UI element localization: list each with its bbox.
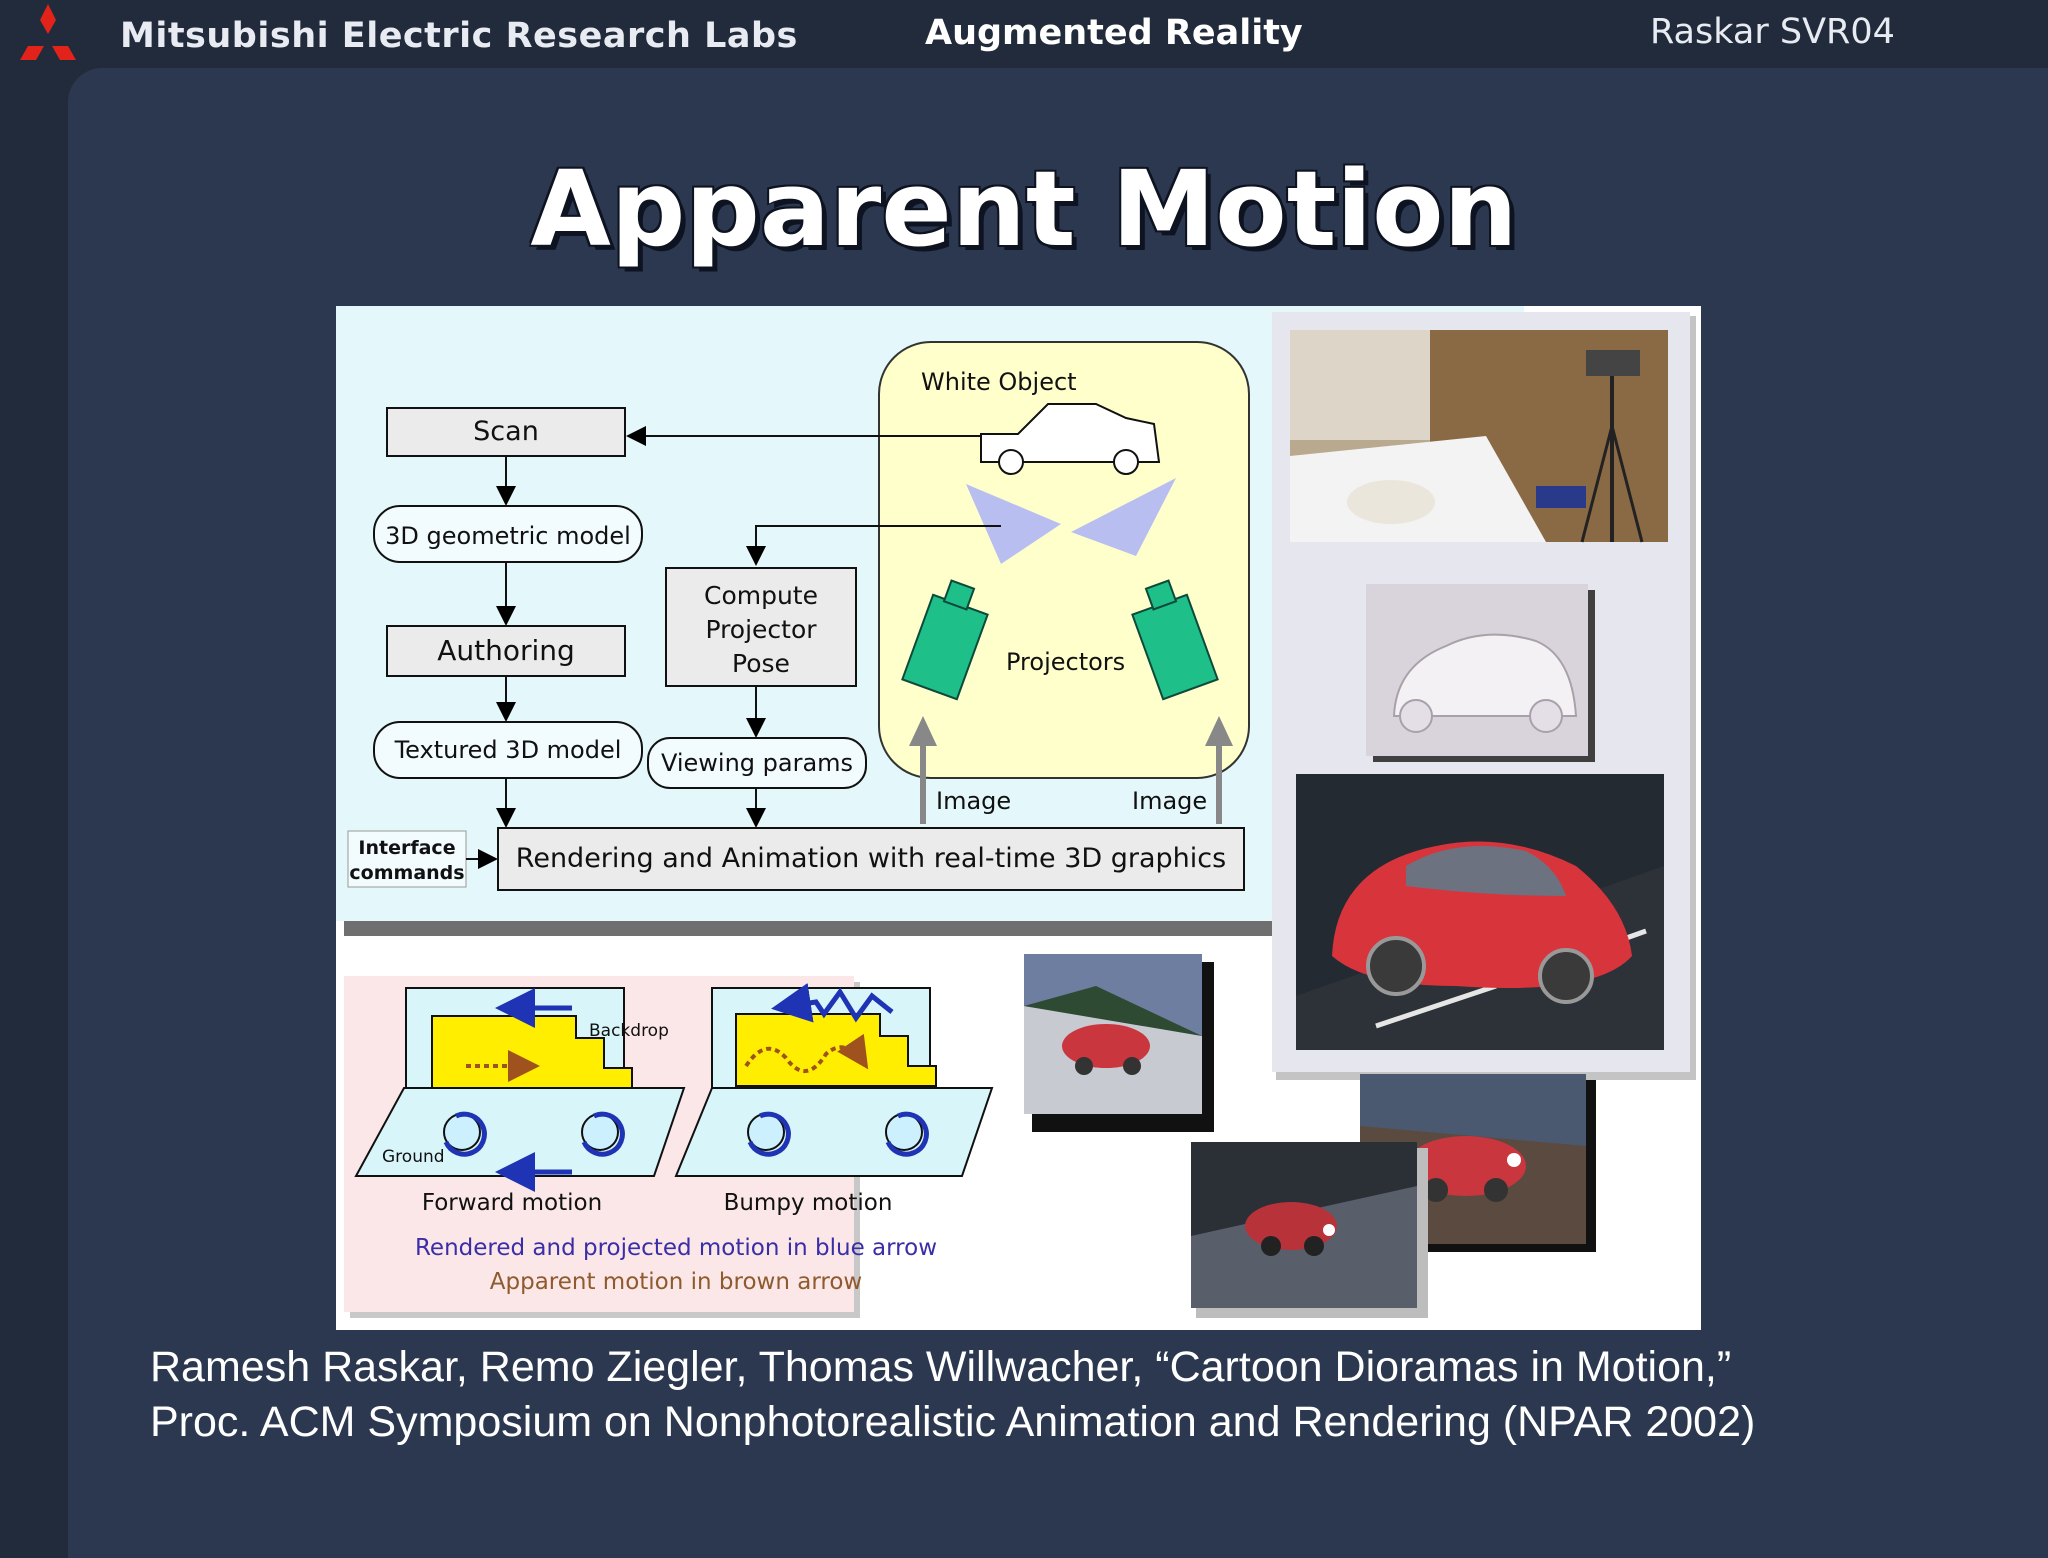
photo-collage [1024,312,1696,1318]
figure-svg: White Object Projectors Image Image [336,306,1696,1318]
forward-wheel-left-arrow [443,1111,487,1157]
projector-setup-photo [1290,330,1668,543]
citation-caption: Ramesh Raskar, Remo Ziegler, Thomas Will… [150,1340,2000,1450]
compute-pose-box [665,567,857,687]
bumpy-wheel-right-arrow [885,1111,929,1157]
projectors-label: Projectors [1006,648,1125,676]
slide-reference: Raskar SVR04 [1650,12,1895,52]
to-compute-pose-arrow [746,525,1001,566]
bumpy-motion-scene: Bumpy motion [674,983,994,1216]
bumpy-motion-label: Bumpy motion [724,1190,893,1216]
diorama-photo-1 [1024,954,1214,1132]
forward-motion-scene: Backdrop Ground Forward motion [354,987,686,1216]
interface-line2: commands [349,862,464,884]
mitsubishi-logo-icon [20,4,76,60]
bumpy-apparent-arrow [744,1033,869,1073]
textured-model-label: Textured 3D model [394,736,622,764]
right-projector-beam [1071,478,1176,556]
ground-label: Ground [382,1147,445,1167]
image-left-label: Image [936,787,1011,815]
white-car-photo [1366,584,1595,762]
compute-pose-line2: Projector [705,615,817,644]
left-projector-beam [966,484,1061,564]
geometric-model-label: 3D geometric model [385,522,631,550]
slide-header: Mitsubishi Electric Research Labs Augmen… [0,0,2048,68]
diorama-photo-3 [1191,1142,1428,1318]
rendering-label: Rendering and Animation with real-time 3… [516,843,1226,874]
slide-topic: Augmented Reality [925,13,1303,53]
compute-pose-line1: Compute [704,581,818,610]
image-right-label: Image [1132,787,1207,815]
left-image-arrowhead [909,716,937,746]
textured-model-box [373,721,643,779]
organization-name: Mitsubishi Electric Research Labs [120,16,798,56]
white-object-label: White Object [921,368,1077,396]
interface-line1: Interface [358,837,455,859]
figure-area: White Object Projectors Image Image [336,306,1701,1330]
scan-box [386,407,626,457]
authoring-label: Authoring [437,634,575,667]
red-car-large-photo [1296,774,1664,1050]
interface-commands-box [347,830,467,888]
left-projector-icon [901,579,989,701]
citation-line2: Proc. ACM Symposium on Nonphotorealistic… [150,1398,1756,1446]
bumpy-ground [674,1087,994,1177]
right-image-arrowhead [1205,716,1233,746]
right-projector-icon [1131,579,1219,701]
legend-brown-text: Apparent motion in brown arrow [490,1269,862,1295]
forward-motion-label: Forward motion [422,1190,602,1216]
bumpy-backdrop-arrow [771,983,894,1023]
authoring-box [386,625,626,677]
motion-diagram: Backdrop Ground Forward motion Bumpy mot… [344,976,994,1318]
forward-wheel-right-arrow [581,1111,625,1157]
backdrop-label: Backdrop [589,1021,669,1041]
bumpy-wheel-left-arrow [747,1111,791,1157]
geometric-model-box [373,505,643,563]
citation-line1: Ramesh Raskar, Remo Ziegler, Thomas Will… [150,1343,1732,1391]
scan-label: Scan [473,416,539,447]
compute-pose-line3: Pose [732,649,790,678]
legend-blue-text: Rendered and projected motion in blue ar… [415,1235,937,1261]
rendering-box [497,827,1245,891]
viewing-params-label: Viewing params [661,749,853,777]
slide-title: Apparent Motion [530,148,1518,270]
white-car-outline-icon [980,403,1161,475]
